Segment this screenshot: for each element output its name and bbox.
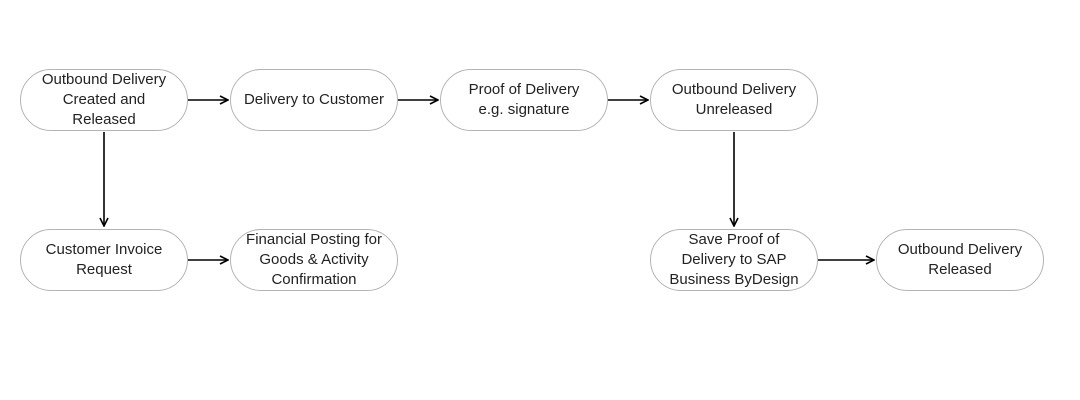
node-label: Outbound Delivery Created and Released — [41, 71, 167, 128]
node-save-proof-of-delivery: Save Proof of Delivery to SAP Business B… — [650, 229, 818, 291]
node-label: Save Proof of Delivery to SAP Business B… — [669, 231, 799, 288]
node-label: Proof of Delivery e.g. signature — [468, 81, 580, 118]
node-proof-of-delivery: Proof of Delivery e.g. signature — [440, 69, 608, 131]
node-label: Customer Invoice Request — [45, 241, 163, 278]
node-outbound-delivery-created: Outbound Delivery Created and Released — [20, 69, 188, 131]
node-outbound-delivery-released: Outbound Delivery Released — [876, 229, 1044, 291]
node-outbound-delivery-unreleased: Outbound Delivery Unreleased — [650, 69, 818, 131]
node-label: Outbound Delivery Unreleased — [671, 81, 797, 118]
node-delivery-to-customer: Delivery to Customer — [230, 69, 398, 131]
node-financial-posting: Financial Posting for Goods & Activity C… — [230, 229, 398, 291]
node-label: Financial Posting for Goods & Activity C… — [246, 231, 382, 288]
node-customer-invoice-request: Customer Invoice Request — [20, 229, 188, 291]
node-label: Delivery to Customer — [243, 91, 385, 108]
node-label: Outbound Delivery Released — [897, 241, 1023, 278]
